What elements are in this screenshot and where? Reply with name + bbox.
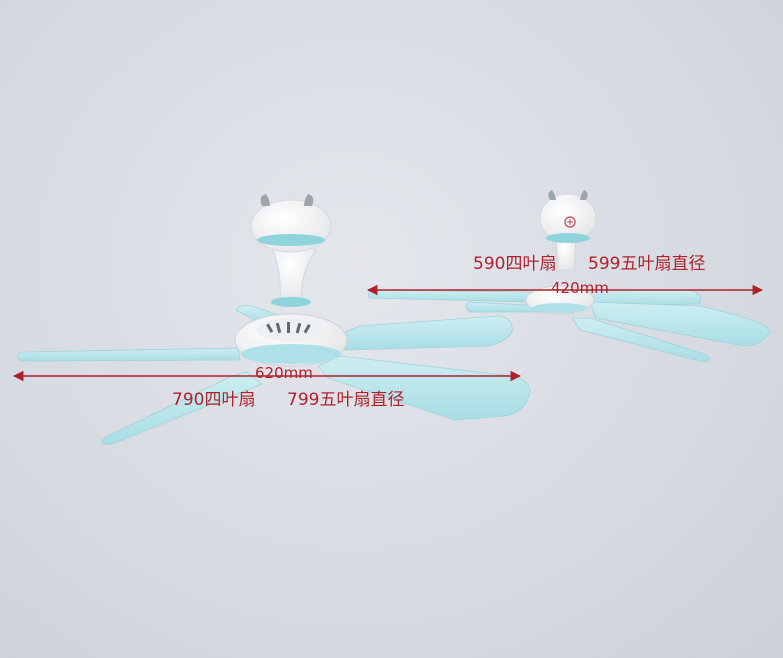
left-fan [17,194,531,445]
left-fan-blade [17,347,241,362]
right-fan-blade [589,301,771,347]
left-fan-stem [271,244,317,301]
left-fan-blade [317,355,531,421]
right-fan-hook [548,190,556,200]
right-fan-hook [580,190,588,200]
right-fan-logo [564,216,576,228]
right-fan-blade [571,317,711,363]
left-fan-vents [266,322,311,334]
left-fan-hook [260,194,270,206]
right-fan-blade [368,289,533,303]
left-five-blade-label: 799五叶扇直径 [287,390,405,410]
left-width-label: 620mm [255,364,313,382]
left-fan-blade [101,371,263,445]
left-fan-blade [334,315,513,351]
right-four-blade-label: 590四叶扇 [473,254,557,274]
left-four-blade-label: 790四叶扇 [172,390,256,410]
right-five-blade-label: 599五叶扇直径 [588,254,706,274]
right-width-label: 420mm [551,279,609,297]
left-fan-hook [304,194,314,206]
